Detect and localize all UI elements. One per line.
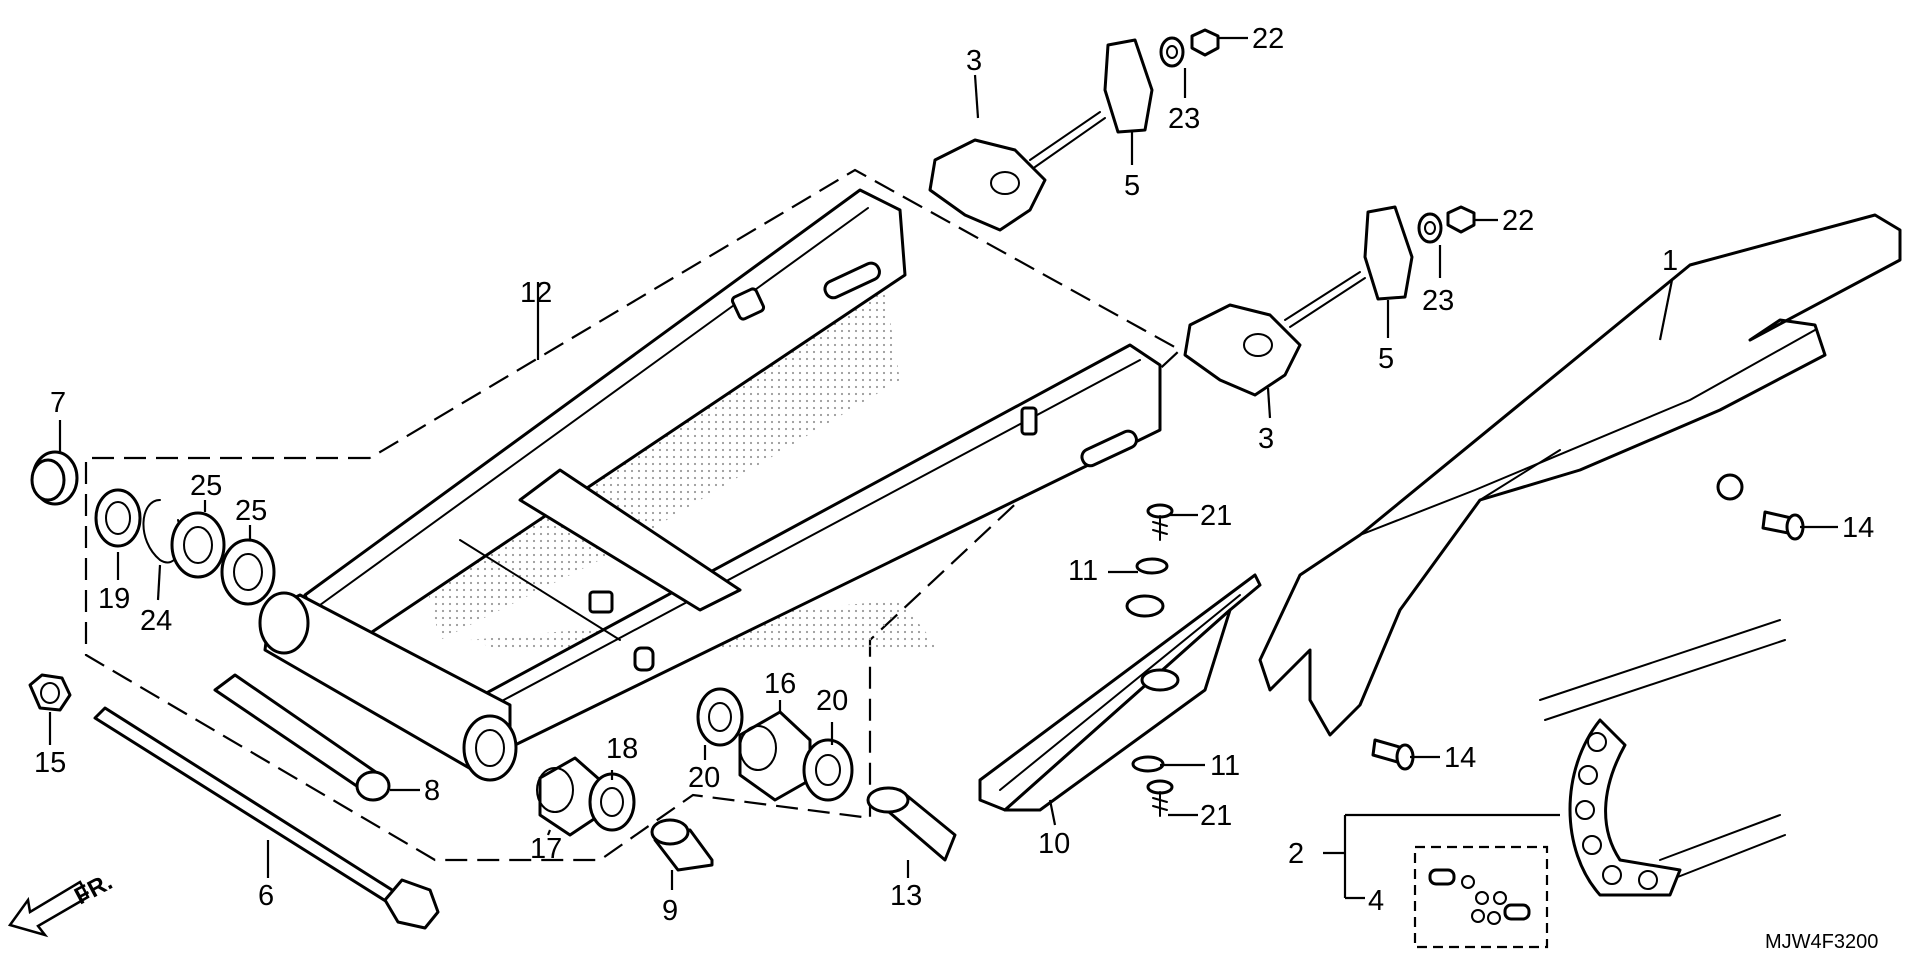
chain-adjuster-upper <box>928 111 1106 232</box>
chain-slider <box>978 573 1262 812</box>
callout-18: 18 <box>606 733 638 765</box>
assembly-boundary <box>84 168 1182 862</box>
callout-labels: 1 2 3 3 4 5 5 6 7 8 9 10 11 11 12 13 14 … <box>34 23 1874 927</box>
washer-23-lower <box>1417 212 1443 244</box>
adjuster-plate-lower <box>1363 205 1414 301</box>
callout-16: 16 <box>764 668 796 700</box>
callout-4: 4 <box>1368 885 1384 917</box>
callout-15: 15 <box>34 747 66 779</box>
pivot-collar <box>30 450 79 506</box>
callout-6: 6 <box>258 880 274 912</box>
screw-upper <box>1146 503 1174 541</box>
nut-22-lower <box>1446 205 1476 234</box>
master-link-kit-box <box>1413 845 1549 949</box>
callout-3-upper: 3 <box>966 45 982 77</box>
pivot-bearing-2 <box>220 538 276 606</box>
leader-lines <box>48 36 1838 900</box>
adjuster-plate-upper <box>1103 38 1154 134</box>
distance-collar <box>213 673 391 802</box>
callout-19: 19 <box>98 583 130 615</box>
front-arrow-icon: FR. <box>7 868 117 938</box>
callout-12: 12 <box>520 277 552 309</box>
needle-bearing-right <box>738 710 812 802</box>
callout-14-lower: 14 <box>1444 742 1476 774</box>
callout-5-lower: 5 <box>1378 343 1394 375</box>
callout-11-lower: 11 <box>1210 750 1240 782</box>
case-bolt-lower <box>1371 738 1415 771</box>
master-link-kit <box>1428 868 1531 925</box>
pivot-bolt <box>93 706 440 930</box>
callout-14-upper: 14 <box>1842 512 1874 544</box>
screw-lower <box>1146 779 1174 817</box>
washer-upper <box>1135 557 1169 575</box>
drive-chain <box>1539 619 1786 897</box>
callout-24: 24 <box>140 605 172 637</box>
callout-21-upper: 21 <box>1200 500 1232 532</box>
callout-22-upper: 22 <box>1252 23 1284 55</box>
callout-7: 7 <box>50 387 66 419</box>
callout-10: 10 <box>1038 828 1070 860</box>
callout-20-right: 20 <box>816 685 848 717</box>
callout-3-lower: 3 <box>1258 423 1274 455</box>
callout-5-upper: 5 <box>1124 170 1140 202</box>
washer-lower <box>1131 755 1165 773</box>
chain-adjuster-lower <box>1183 271 1366 397</box>
pivot-nut <box>28 673 72 712</box>
callout-23-upper: 23 <box>1168 103 1200 135</box>
callout-9: 9 <box>662 895 678 927</box>
callout-21-lower: 21 <box>1200 800 1232 832</box>
callout-8: 8 <box>424 775 440 807</box>
callout-20-left: 20 <box>688 762 720 794</box>
callout-13: 13 <box>890 880 922 912</box>
pivot-bearing-1 <box>170 511 226 579</box>
callout-2: 2 <box>1288 838 1304 870</box>
callout-25-b: 25 <box>235 495 267 527</box>
callout-1: 1 <box>1662 245 1678 277</box>
dust-seal <box>94 488 142 548</box>
dust-seal-right-1 <box>696 687 744 747</box>
dust-seal-left <box>588 772 636 832</box>
washer-23-upper <box>1159 36 1185 68</box>
collar-long <box>866 786 957 862</box>
swingarm <box>258 188 1162 782</box>
callout-11-upper: 11 <box>1068 555 1098 587</box>
callout-23-lower: 23 <box>1422 285 1454 317</box>
dust-seal-right-2 <box>802 738 854 802</box>
chain-case <box>1258 213 1902 737</box>
callout-17: 17 <box>530 833 562 865</box>
nut-22-upper <box>1190 28 1220 57</box>
callout-25-a: 25 <box>190 470 222 502</box>
diagram-code: MJW4F3200 <box>1765 931 1878 953</box>
bushing <box>650 818 714 872</box>
callout-22-lower: 22 <box>1502 205 1534 237</box>
case-bolt-upper <box>1761 510 1805 541</box>
